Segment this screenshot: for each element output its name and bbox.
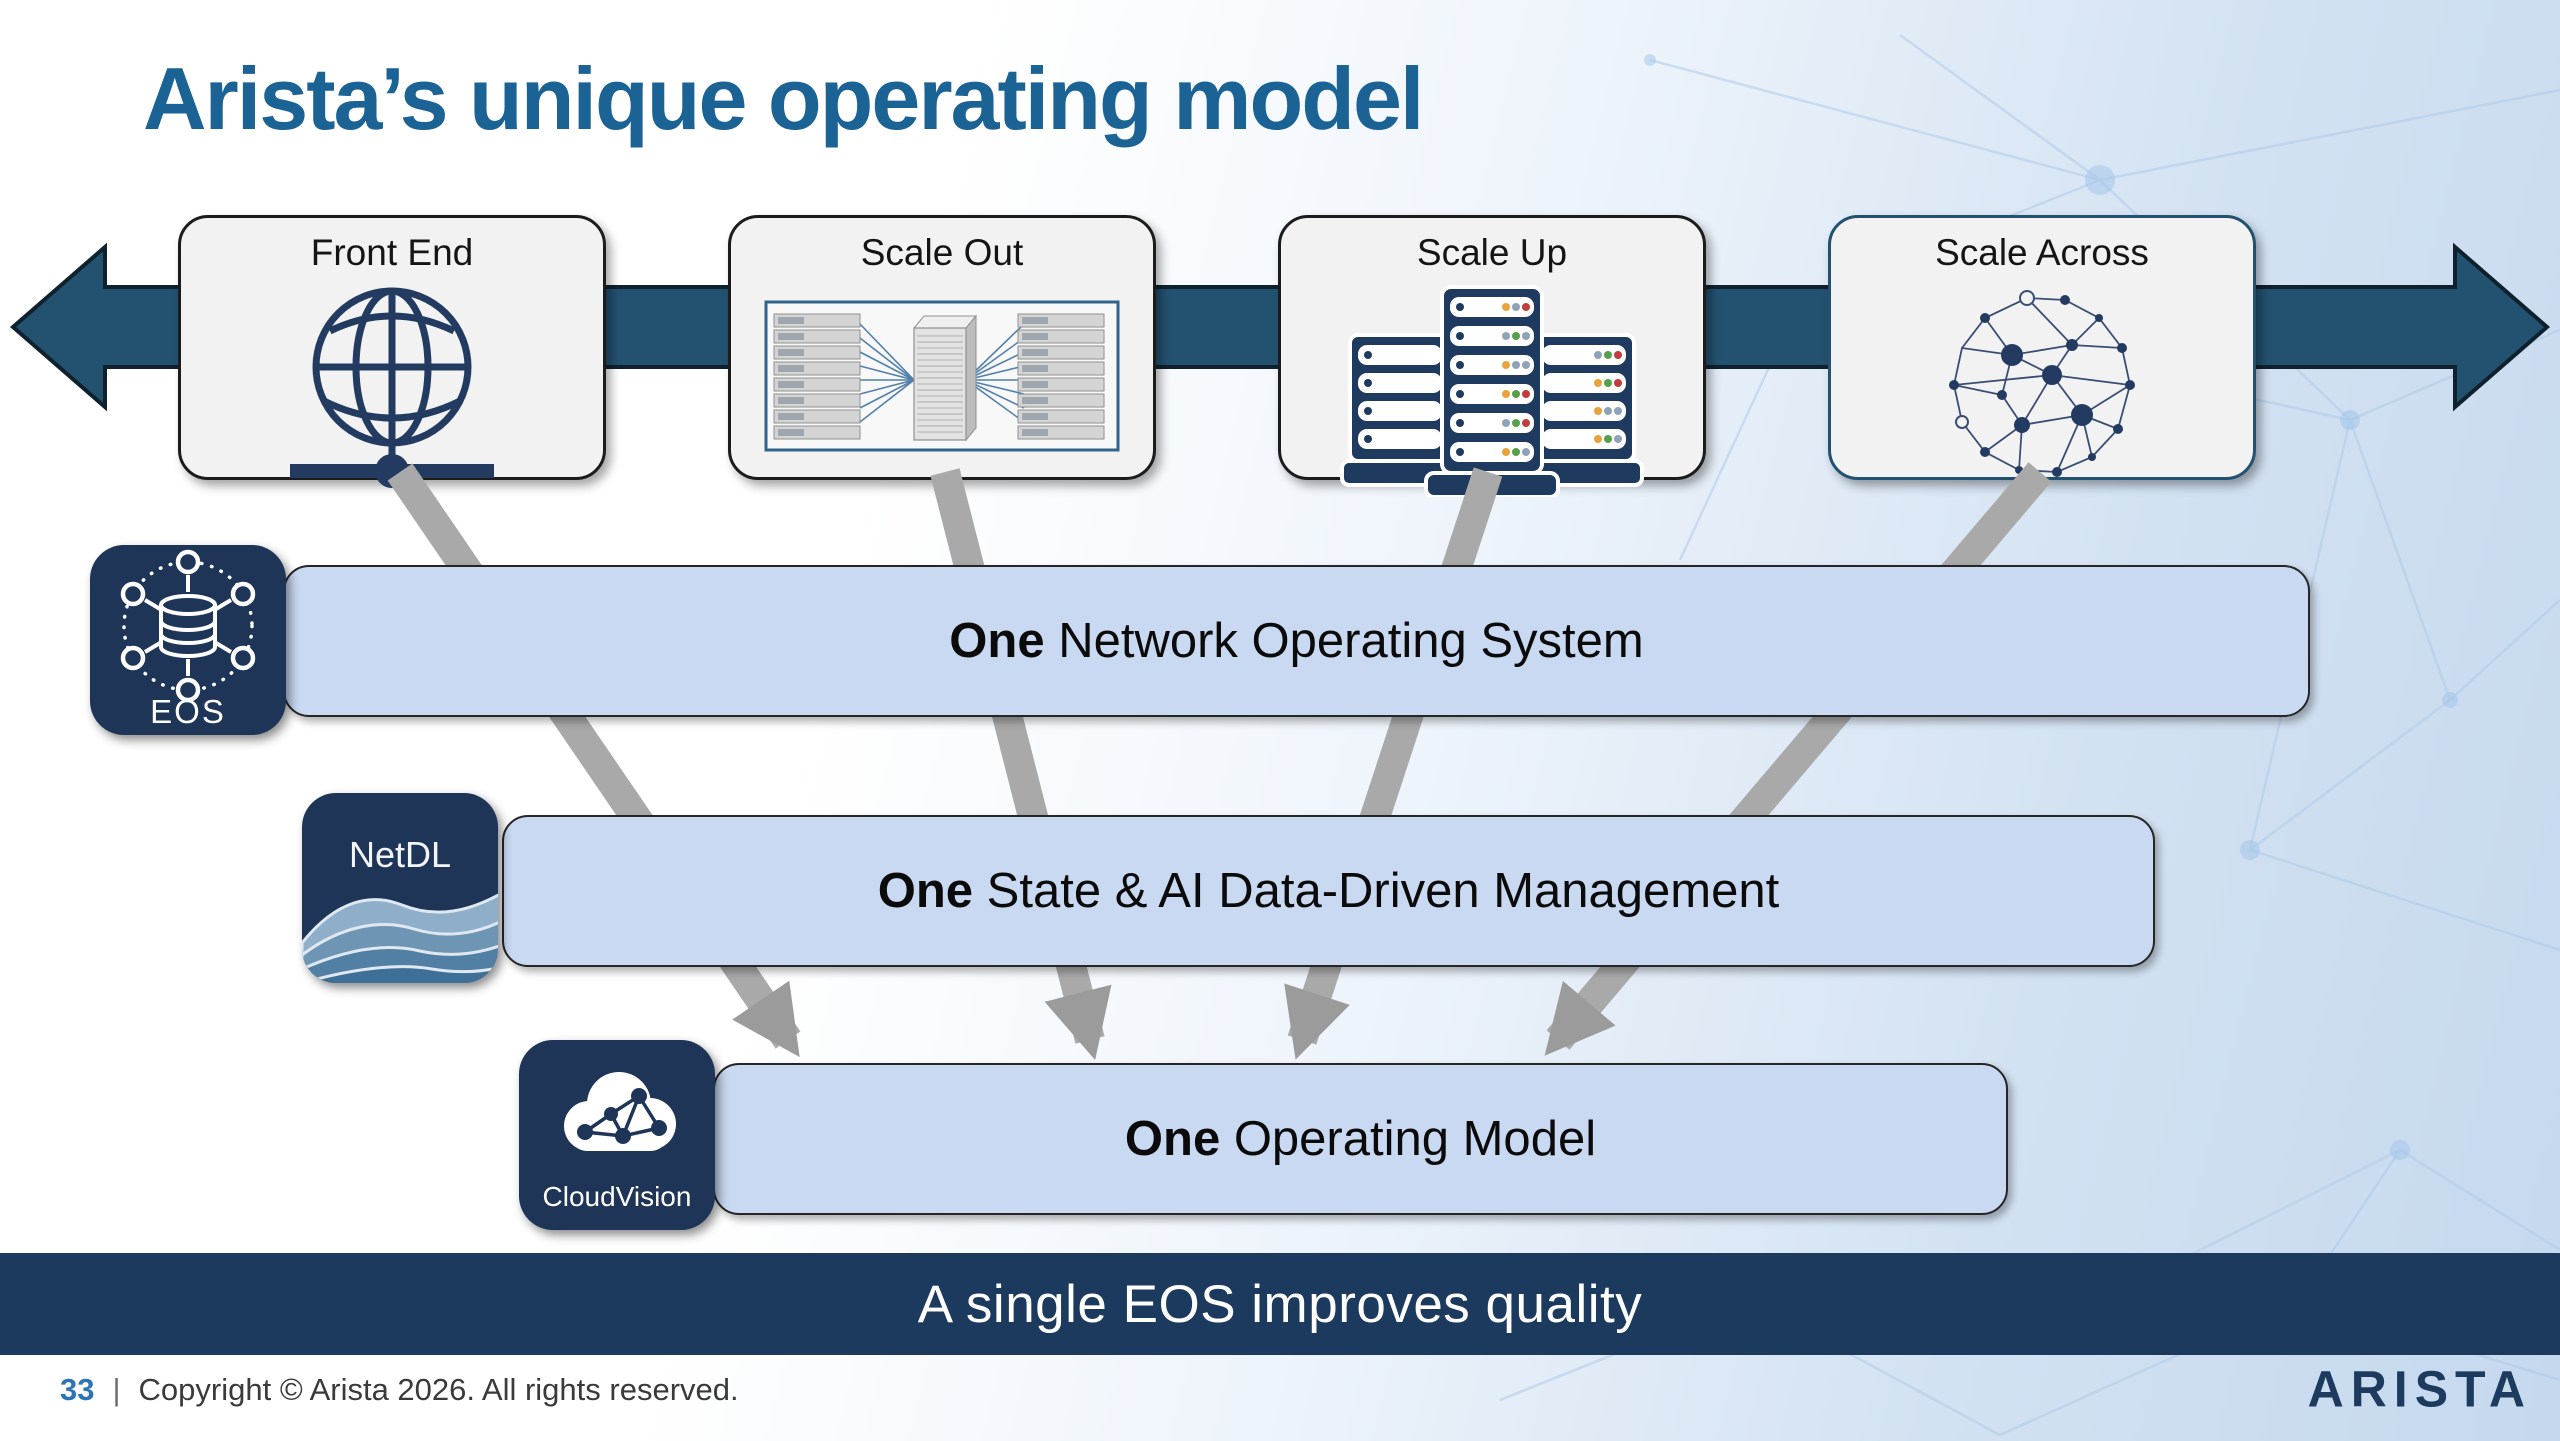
layer-bar-operating-model: One Operating Model xyxy=(713,1063,2008,1215)
layer-bar-data-driven-management: One State & AI Data-Driven Management xyxy=(502,815,2155,967)
page-title: Arista’s unique operating model xyxy=(143,49,1424,148)
layer-text: One State & AI Data-Driven Management xyxy=(877,864,1780,918)
arista-logo: ARISTA xyxy=(2307,1360,2532,1418)
scale-across-box: Scale Across xyxy=(1828,215,2256,480)
front-end-label: Front End xyxy=(310,232,474,273)
bottom-banner: A single EOS improves quality xyxy=(0,1253,2560,1355)
netdl-label: NetDL xyxy=(349,834,451,875)
layer-text: One Operating Model xyxy=(1124,1112,1597,1166)
netdl-icon: NetDL xyxy=(302,834,498,983)
layer-text: One Network Operating System xyxy=(949,614,1644,668)
cloudvision-icon: CloudVision xyxy=(543,1072,692,1212)
page-number: 33 xyxy=(60,1372,95,1407)
scale-out-label: Scale Out xyxy=(860,232,1024,273)
eos-icon: EOS xyxy=(120,549,256,730)
scale-out-box: Scale Out xyxy=(728,215,1156,480)
banner-text: A single EOS improves quality xyxy=(917,1274,1643,1334)
scale-up-box: Scale Up xyxy=(1278,215,1706,497)
netdl-badge: NetDL xyxy=(302,793,498,983)
cloudvision-label: CloudVision xyxy=(543,1181,692,1212)
scale-across-label: Scale Across xyxy=(1935,232,2149,273)
cloudvision-badge: CloudVision xyxy=(519,1040,715,1230)
mesh-sphere-icon xyxy=(1831,275,2253,495)
globe-network-icon xyxy=(181,275,603,493)
footer-separator: | xyxy=(112,1372,121,1407)
layer-bar-network-os: One Network Operating System xyxy=(283,565,2310,717)
copyright-text: Copyright © Arista 2026. All rights rese… xyxy=(138,1372,739,1407)
server-racks-icon xyxy=(731,275,1153,477)
front-end-box: Front End xyxy=(178,215,606,488)
footer: 33 | Copyright © Arista 2026. All rights… xyxy=(60,1372,739,1408)
eos-label: EOS xyxy=(150,693,226,730)
server-stack-icon xyxy=(1281,275,1703,497)
eos-badge: EOS xyxy=(90,545,286,735)
scale-up-label: Scale Up xyxy=(1416,232,1568,273)
